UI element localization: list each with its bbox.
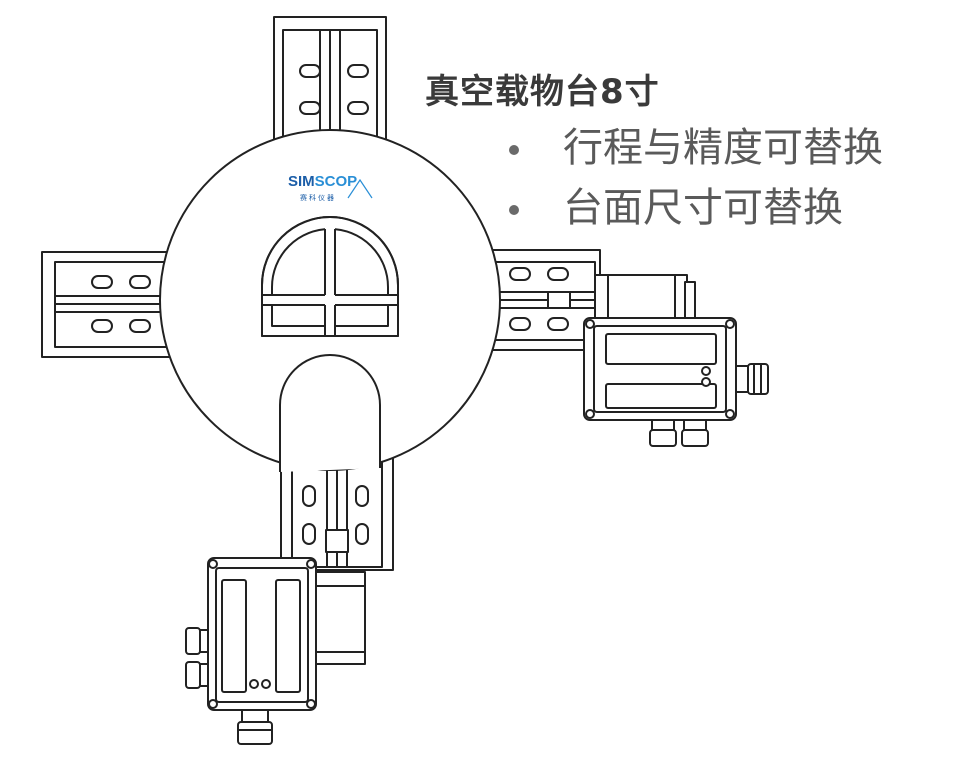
bottom-motor [309,571,366,665]
feature-item: 台面尺寸可替换 [505,180,883,240]
left-rail [41,251,173,358]
feature-item: 行程与精度可替换 [505,120,883,180]
logo-word-a: SIM [288,173,315,190]
bullet-dot-icon [509,145,519,155]
vacuum-window [261,216,399,337]
product-title: 真空载物台8寸 [425,72,660,112]
simscop-logo: SIMSCOP 赛科仪器 [288,173,373,202]
bullet-dot-icon [509,205,519,215]
right-rail [489,249,601,351]
top-rail [273,16,387,143]
feature-item-label: 台面尺寸可替换 [563,185,843,231]
bottom-rail [280,454,394,571]
feature-item-label: 行程与精度可替换 [563,125,883,171]
logo-word-b: SCOP [315,173,358,190]
right-controller [583,317,769,447]
feature-list: 行程与精度可替换 台面尺寸可替换 [505,120,883,240]
logo-subtext: 赛科仪器 [300,193,336,202]
bottom-controller [185,557,317,745]
disc-slot [279,354,381,472]
svg-text:SIMSCOP: SIMSCOP [288,173,357,190]
right-motor [594,274,696,326]
